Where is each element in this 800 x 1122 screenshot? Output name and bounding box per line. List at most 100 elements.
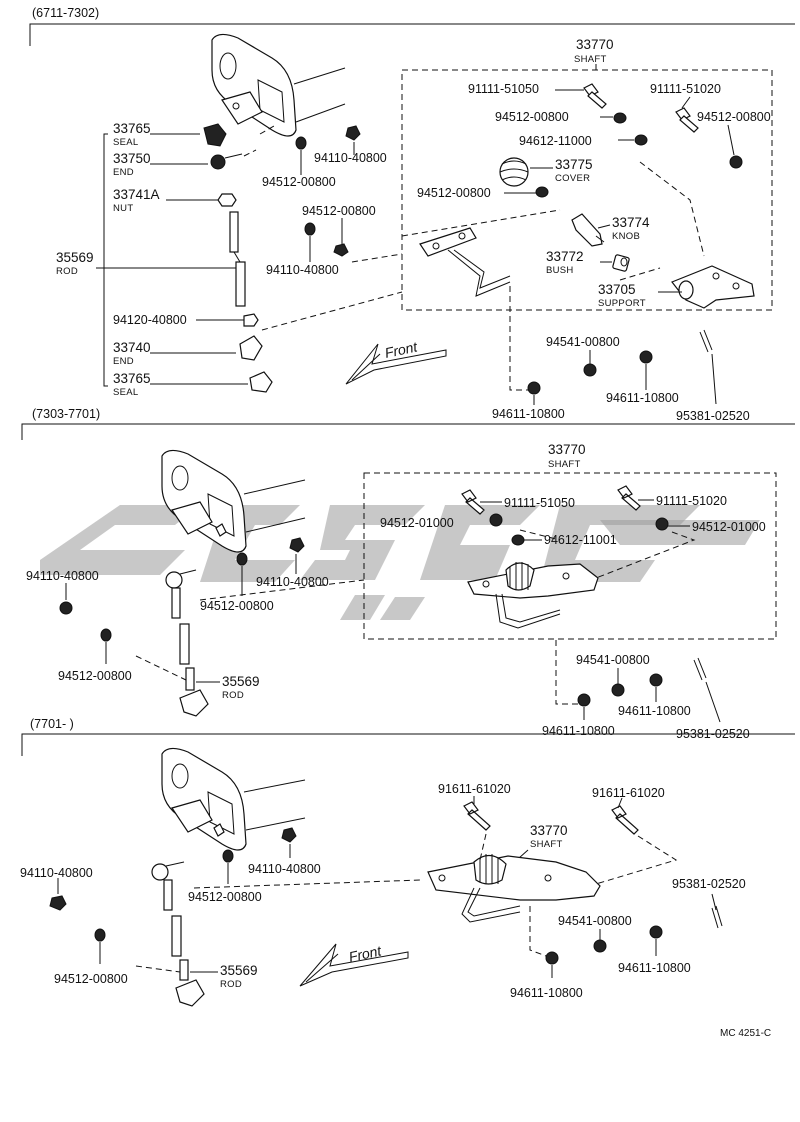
part-label: 94110-40800	[20, 866, 93, 880]
part-label: 94541-00800	[546, 335, 620, 349]
washer-icon	[222, 849, 234, 863]
part-label: 94512-00800	[495, 110, 569, 124]
part-label: 94512-00800	[200, 599, 274, 613]
part-label: 94611-10800	[606, 391, 679, 405]
body-panel-lower	[161, 747, 306, 851]
nut-icon	[333, 243, 349, 257]
shift-shaft-icon	[401, 161, 705, 297]
nut-part-name: NUT	[113, 203, 133, 214]
footer-code: MC 4251-C	[720, 1028, 771, 1039]
washer-icon	[583, 363, 597, 377]
cover-icon	[499, 157, 529, 187]
pin-icon	[215, 523, 227, 537]
end2-part-number: 33740	[113, 340, 151, 355]
seal2-part-number: 33765	[113, 371, 151, 386]
bolt-icon	[617, 485, 641, 511]
nut-icon	[59, 601, 73, 615]
part-label: 94611-10800	[510, 986, 583, 1000]
washer-icon	[94, 928, 106, 942]
rod-part-name: ROD	[220, 979, 242, 990]
rod-part-number: 35569	[56, 250, 94, 265]
section-7303-7701: (7303-7701) 33770 SHAFT 91111-51050 9111…	[21, 407, 795, 741]
bolt-icon	[461, 489, 485, 515]
part-label: 94110-40800	[256, 575, 329, 589]
knob-part-name: KNOB	[612, 231, 640, 242]
part-label: 91611-61020	[438, 782, 511, 796]
washer-icon	[613, 112, 627, 124]
section-7701: (7701- ) 91611-61020 91611-61020 33770 S…	[20, 717, 795, 1007]
washer-icon	[611, 683, 625, 697]
part-label: 94110-40800	[266, 263, 339, 277]
part-label: 94512-00800	[697, 110, 771, 124]
rod-icon	[165, 569, 209, 717]
nut-icon	[289, 537, 305, 553]
rod-part-name: ROD	[222, 690, 244, 701]
section-bracket	[29, 23, 795, 46]
cotter-pin-icon	[693, 657, 721, 723]
section-bracket	[21, 733, 795, 756]
washer-icon	[593, 939, 607, 953]
seal-part-name: SEAL	[113, 137, 139, 148]
part-label: 94512-00800	[58, 669, 132, 683]
nut-icon	[281, 827, 297, 843]
knob-part-number: 33774	[612, 215, 650, 230]
knob-icon	[571, 213, 605, 247]
washer-icon	[545, 951, 559, 965]
rod-part-name: ROD	[56, 266, 78, 277]
rod-end-icon	[239, 335, 263, 361]
nut-icon	[49, 895, 67, 911]
seal-part-number: 33765	[113, 121, 151, 136]
end-part-name: END	[113, 167, 134, 178]
part-label: 94512-00800	[188, 890, 262, 904]
part-label: 94612-11001	[544, 533, 617, 547]
part-label: 94611-10800	[618, 961, 691, 975]
part-label: 94110-40800	[314, 151, 387, 165]
bolt-icon	[463, 801, 491, 831]
end2-part-name: END	[113, 356, 134, 367]
part-label: 94512-01000	[380, 516, 454, 530]
seal2-part-name: SEAL	[113, 387, 139, 398]
part-label: 91111-51050	[504, 496, 575, 510]
part-label: 94611-10800	[492, 407, 565, 421]
part-label: 94512-00800	[54, 972, 128, 986]
washer-icon	[100, 628, 112, 642]
shaft-part-number: 33770	[576, 37, 614, 52]
part-label: 94541-00800	[576, 653, 650, 667]
washer-icon	[634, 134, 648, 146]
part-label: 94110-40800	[248, 862, 321, 876]
shift-shaft-icon	[467, 529, 696, 629]
part-label: 94612-11000	[519, 134, 592, 148]
front-arrow-icon	[345, 343, 447, 385]
bush-icon	[612, 254, 630, 272]
cover-part-number: 33775	[555, 157, 593, 172]
shaft-assembly-box	[401, 69, 773, 311]
cover-part-name: COVER	[555, 173, 590, 184]
seal-icon	[249, 371, 273, 393]
rod-part-number: 35569	[220, 963, 258, 978]
washer-icon	[639, 350, 653, 364]
rod-part-number: 35569	[222, 674, 260, 689]
bush-part-name: BUSH	[546, 265, 574, 276]
bolt-91111-51050	[555, 83, 607, 109]
body-panel-upper	[211, 33, 346, 137]
washer-icon	[577, 693, 591, 707]
nut-icon	[345, 125, 361, 141]
washer-icon	[489, 513, 503, 527]
seal-icon	[203, 123, 227, 147]
nut-icon	[243, 313, 259, 327]
part-label: 91611-61020	[592, 786, 665, 800]
part-label: 91111-51020	[650, 82, 721, 96]
section-6711-7302: (6711-7302) 33770 SHAFT 91111-51050	[29, 6, 795, 423]
support-part-name: SUPPORT	[598, 298, 646, 309]
pin-icon	[213, 823, 225, 837]
cotter-pin-icon	[711, 893, 723, 929]
part-label: 94611-10800	[542, 724, 615, 738]
part-label: 94512-01000	[692, 520, 766, 534]
washer-icon	[295, 136, 307, 150]
body-panel-middle	[161, 449, 306, 553]
part-label: 95381-02520	[672, 877, 746, 891]
section-range-label: (6711-7302)	[32, 6, 99, 20]
shaft-part-number: 33770	[530, 823, 568, 838]
shaft-part-name: SHAFT	[530, 839, 563, 850]
